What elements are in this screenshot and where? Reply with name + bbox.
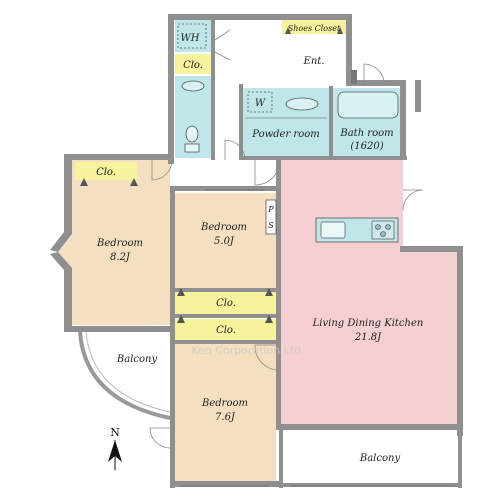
doors — [149, 29, 424, 449]
ps-shaft — [265, 199, 277, 235]
toilet-icon — [185, 125, 199, 143]
shoes-closet-floor — [282, 20, 346, 34]
label-closet-top: Clo. — [183, 60, 203, 71]
label-bedroom-west-size: 8.2J — [110, 252, 131, 263]
label-shoes-closet: Shoes Closet — [288, 24, 341, 33]
bedroom-south-floor — [174, 343, 276, 481]
powder-room-floor — [243, 88, 329, 156]
stove-icon — [371, 220, 395, 240]
label-closet-mid-1: Clo. — [216, 298, 236, 309]
closet-mid-1-floor — [174, 292, 276, 314]
kitchen-sink-icon — [320, 221, 346, 239]
label-ps-s: S — [268, 221, 274, 230]
closet-markers — [80, 27, 343, 323]
closet-left-floor — [75, 162, 137, 180]
label-wh: WH — [181, 33, 200, 44]
label-ldk: Living Dining Kitchen — [312, 318, 424, 329]
fixtures — [80, 23, 399, 323]
label-bedroom-south-size: 7.6J — [215, 412, 236, 423]
label-bedroom-center: Bedroom — [200, 222, 247, 233]
closet-mid-2-floor — [174, 319, 276, 341]
watermark: Ken Corporation Ltd. — [191, 344, 304, 357]
bathtub-icon — [337, 91, 399, 119]
label-bath-room: Bath room — [339, 128, 393, 139]
walls — [50, 14, 463, 488]
ldk-floor — [279, 160, 458, 425]
label-closet-left: Clo. — [96, 167, 116, 178]
label-closet-mid-2: Clo. — [216, 325, 236, 336]
washer-icon — [247, 91, 273, 113]
label-bedroom-center-size: 5.0J — [214, 236, 235, 247]
compass-north-label: N — [110, 426, 120, 439]
label-powder-room: Powder room — [251, 129, 320, 140]
label-ps-p: P — [267, 205, 274, 214]
balcony-west-rail — [78, 331, 171, 420]
label-washer: W — [255, 98, 266, 109]
water-heater-icon — [177, 23, 207, 49]
north-arrow-icon: N — [108, 426, 122, 470]
bedroom-west-floor — [58, 160, 170, 325]
balcony-west-rail-inner — [85, 331, 171, 413]
label-bedroom-west: Bedroom — [96, 238, 143, 249]
closet-top-floor — [175, 54, 211, 74]
label-bedroom-south: Bedroom — [201, 398, 248, 409]
wh-floor — [175, 20, 215, 52]
label-ldk-size: 21.8J — [354, 332, 382, 343]
label-balcony-south: Balcony — [359, 453, 401, 464]
bedroom-center-floor — [174, 193, 276, 288]
vanity-sink-icon — [285, 97, 319, 111]
sink-icon — [181, 80, 205, 92]
label-bath-size: (1620) — [350, 141, 383, 152]
label-entrance: Ent. — [303, 56, 325, 67]
label-balcony-west: Balcony — [116, 354, 158, 365]
